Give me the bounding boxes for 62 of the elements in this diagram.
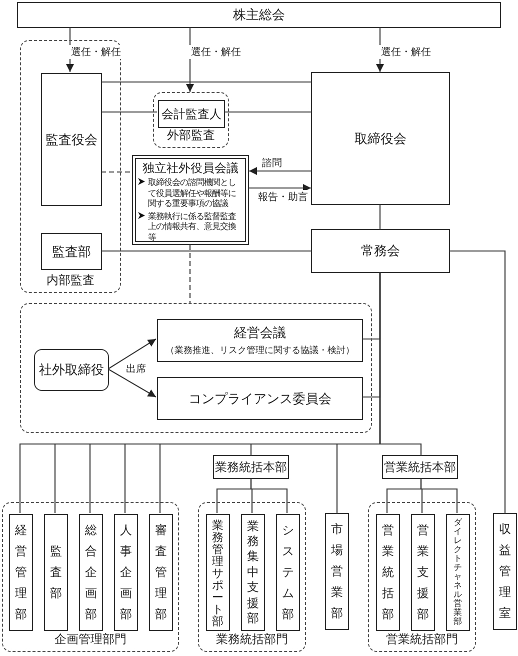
edge-label: 出席 xyxy=(124,362,148,376)
dashed-group-frame xyxy=(2,502,179,652)
box-title: 経営会議 xyxy=(234,325,286,342)
connector-line xyxy=(379,205,381,229)
group-label: 業務統括部門 xyxy=(215,631,289,648)
rounded-box: 社外取締役 xyxy=(34,349,109,391)
box-subtitle: （業務推進、リスク管理に関する協議・検討） xyxy=(166,345,354,357)
org-box: 株主総会 xyxy=(17,2,501,28)
org-box: 営業統括本部 xyxy=(382,455,458,479)
department-box: 業務管理サポート部 xyxy=(206,514,230,631)
org-box: 監査役会 xyxy=(41,73,102,206)
department-box: 営業統括部 xyxy=(376,514,400,631)
connector-line xyxy=(420,479,458,513)
department-box: 審査管理部 xyxy=(149,514,173,631)
org-box: 常務会 xyxy=(311,229,450,273)
department-box: 経営管理部 xyxy=(9,514,33,631)
dashed-group-frame xyxy=(368,502,476,652)
connector-line xyxy=(189,245,191,303)
org-box: 監査部 xyxy=(41,233,102,270)
arrow xyxy=(108,368,156,398)
edge-label: 諮問 xyxy=(260,156,284,170)
connector-line xyxy=(224,111,311,113)
bullet-text: 業務執行に係る監督監査上の情報共有、意見交換等 xyxy=(148,210,237,242)
department-box: 市場営業部 xyxy=(325,513,349,630)
department-box: システム部 xyxy=(276,514,300,631)
department-box: 人事企画部 xyxy=(114,514,138,631)
org-box: 会計監査人 xyxy=(158,100,225,128)
committee-box xyxy=(132,155,249,245)
group-label: 営業統括部門 xyxy=(385,631,459,648)
connector-line xyxy=(101,111,157,113)
org-box: 業務統括本部 xyxy=(213,455,289,479)
dashed-group-frame xyxy=(198,502,306,652)
group-label: 企画管理部門 xyxy=(54,631,128,648)
box-title: 独立社外役員会議 xyxy=(142,161,240,175)
group-label: 外部監査 xyxy=(166,127,216,144)
connector-line xyxy=(101,250,311,252)
edge-label: 選任・解任 xyxy=(189,45,243,59)
org-box: コンプライアンス委員会 xyxy=(157,377,363,420)
connector-line xyxy=(101,81,311,83)
dashed-group-frame xyxy=(20,303,372,433)
connector-line xyxy=(379,273,422,455)
bullet-text: 取締役会の諮問機関として役員選解任や報酬等に関する重要事項の協議 xyxy=(148,177,237,208)
arrow xyxy=(108,338,156,370)
connector-line xyxy=(250,479,288,513)
arrow xyxy=(249,184,311,192)
dashed-group-frame xyxy=(153,92,229,148)
arrow xyxy=(249,167,311,175)
dashed-group-frame xyxy=(20,40,121,293)
department-box: 収益管理室 xyxy=(493,513,517,630)
department-box: 営業支援部 xyxy=(411,514,435,631)
group-label: 内部監査 xyxy=(46,272,96,289)
department-box: 監査部 xyxy=(44,514,68,631)
org-box xyxy=(157,319,363,362)
department-box: 業務集中支援部 xyxy=(241,514,265,631)
org-box: 取締役会 xyxy=(311,72,450,205)
department-box: ダイレクトチャネル営業部 xyxy=(446,514,470,631)
edge-label: 選任・解任 xyxy=(69,45,123,59)
connector-line xyxy=(101,171,132,173)
connector-line xyxy=(450,250,506,513)
department-box: 総合企画部 xyxy=(79,514,103,631)
edge-label: 選任・解任 xyxy=(379,45,433,59)
edge-label: 報告・助言 xyxy=(256,190,310,204)
